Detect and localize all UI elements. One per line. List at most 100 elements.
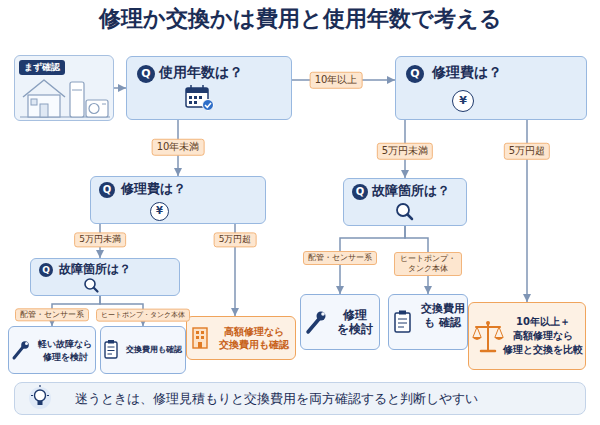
edge-label: 5万円超: [504, 143, 550, 160]
node-text: 修理費は？: [432, 64, 502, 81]
calendar-day: [189, 96, 192, 99]
scale-pivot: [486, 321, 490, 325]
q-mark: Q: [99, 182, 115, 198]
magnifier-icon: [85, 279, 95, 289]
house-roof: [23, 80, 65, 97]
flow-connector: [114, 87, 126, 89]
clipboard-line: [398, 327, 404, 328]
building-window: [201, 331, 204, 334]
clipboard-line: [108, 350, 115, 351]
tank-detail: [72, 90, 82, 91]
result-box: 交換費用 も 確認: [388, 294, 468, 350]
edge-label: 配管・センサー系: [15, 308, 89, 321]
wrench-notch: [321, 312, 325, 316]
node-text: 軽い故障なら 修理を検討: [36, 338, 94, 364]
node-text: 10年以上＋ 高額修理なら 修理と交換を比較: [502, 315, 584, 357]
flow-connector: [404, 120, 406, 178]
question-box: Q 修理費は？ ¥: [90, 176, 266, 224]
yen-mark: ¥: [150, 202, 169, 221]
calendar-day: [194, 101, 197, 104]
question-box: Q 修理費は？ ¥: [395, 56, 587, 120]
calendar-day: [199, 96, 202, 99]
note-bar: 迷うときは、修理見積もりと交換費用を両方確認すると判断しやすい: [14, 382, 586, 415]
flow-connector: [526, 120, 528, 302]
edge-label: ヒートポンプ・タンク本体: [96, 309, 190, 322]
clipboard-line: [108, 354, 113, 355]
q-mark: Q: [352, 184, 368, 200]
edge-label: 10年未満: [152, 139, 205, 156]
edge-label: 5万円超: [214, 232, 257, 247]
building-icon: [193, 328, 207, 348]
q-mark: Q: [406, 65, 424, 83]
q-mark: Q: [137, 65, 155, 83]
start-tag: まず確認: [19, 60, 65, 75]
result-box: 軽い故障なら 修理を検討: [8, 326, 96, 374]
node-text: 交換費用 も 確認: [418, 302, 467, 330]
calendar-day: [189, 101, 192, 104]
house-door: [40, 104, 48, 117]
building-window: [196, 336, 199, 339]
wrench-notch: [25, 342, 28, 345]
heat-pump-fan: [89, 104, 99, 114]
scale-base: [481, 350, 495, 353]
lightbulb-base: [38, 401, 43, 405]
house-window: [31, 99, 37, 105]
tank-unit: [70, 82, 84, 117]
node-text: 迷うときは、修理見積もりと交換費用を両方確認すると判断しやすい: [75, 391, 478, 406]
clipboard-clip: [399, 311, 406, 315]
question-box: Q故障箇所は？: [343, 178, 467, 226]
edge-label: 5万円未満: [377, 143, 433, 160]
clipboard-icon: [395, 313, 410, 332]
check-mark: [205, 103, 211, 107]
node-text: 故障箇所は？: [372, 183, 450, 199]
building-door: [198, 342, 202, 348]
node-text: 高額修理なら 交換費用も確認: [214, 325, 293, 351]
clipboard-line: [398, 319, 407, 320]
magnifier-handle: [94, 288, 98, 292]
question-box: Q使用年数は？: [126, 56, 292, 120]
result-box: 交換費用も確認: [100, 326, 186, 374]
scale-pan: [494, 337, 504, 340]
question-box: Q故障箇所は？: [30, 258, 180, 296]
wrench-head: [317, 312, 326, 321]
node-text: 修理 を検討: [333, 308, 377, 337]
lightbulb-ray: [31, 395, 33, 396]
clipboard-line: [398, 323, 407, 324]
flow-connector: [292, 79, 395, 81]
building-window: [201, 336, 204, 339]
calendar-header: [186, 88, 208, 93]
clipboard-clip: [108, 340, 114, 344]
heat-pump-detail: [102, 104, 106, 105]
edge-label: ヒートポンプ・タンク本体: [394, 252, 462, 276]
node-text: 修理費は？: [121, 181, 186, 197]
flow-connector: [340, 226, 405, 294]
title: 修理か交換かは費用と使用年数で考える: [0, 5, 600, 33]
ground-line: [20, 116, 110, 117]
edge-label: 10年以上: [310, 72, 363, 89]
q-mark: Q: [39, 263, 53, 277]
clipboard-icon: [105, 342, 117, 358]
flow-connector: [100, 296, 143, 326]
node-text: 交換費用も確認: [122, 345, 185, 355]
connector-group: [52, 80, 527, 326]
magnifier-handle: [408, 215, 413, 220]
start-box: まず確認: [14, 55, 114, 121]
building-window: [196, 331, 199, 334]
highlight-box: 高額修理なら 交換費用も確認: [186, 316, 296, 360]
clipboard-line: [108, 347, 115, 348]
house-wall: [28, 95, 60, 117]
highlight-box: 10年以上＋ 高額修理なら 修理と交換を比較: [468, 302, 586, 370]
flow-connector: [234, 224, 236, 316]
yen-mark: ¥: [452, 90, 474, 112]
calendar-icon: [186, 88, 208, 107]
calendar-ring: [190, 85, 192, 90]
lightbulb-ray: [39, 385, 40, 387]
flow-connector: [99, 224, 101, 258]
scale-icon: [487, 322, 489, 350]
bulb-halo: [29, 387, 51, 409]
calendar-ring: [202, 85, 204, 90]
scale-string: [495, 327, 503, 337]
result-box: 修理 を検討: [300, 294, 380, 350]
scale-beam: [476, 326, 500, 328]
